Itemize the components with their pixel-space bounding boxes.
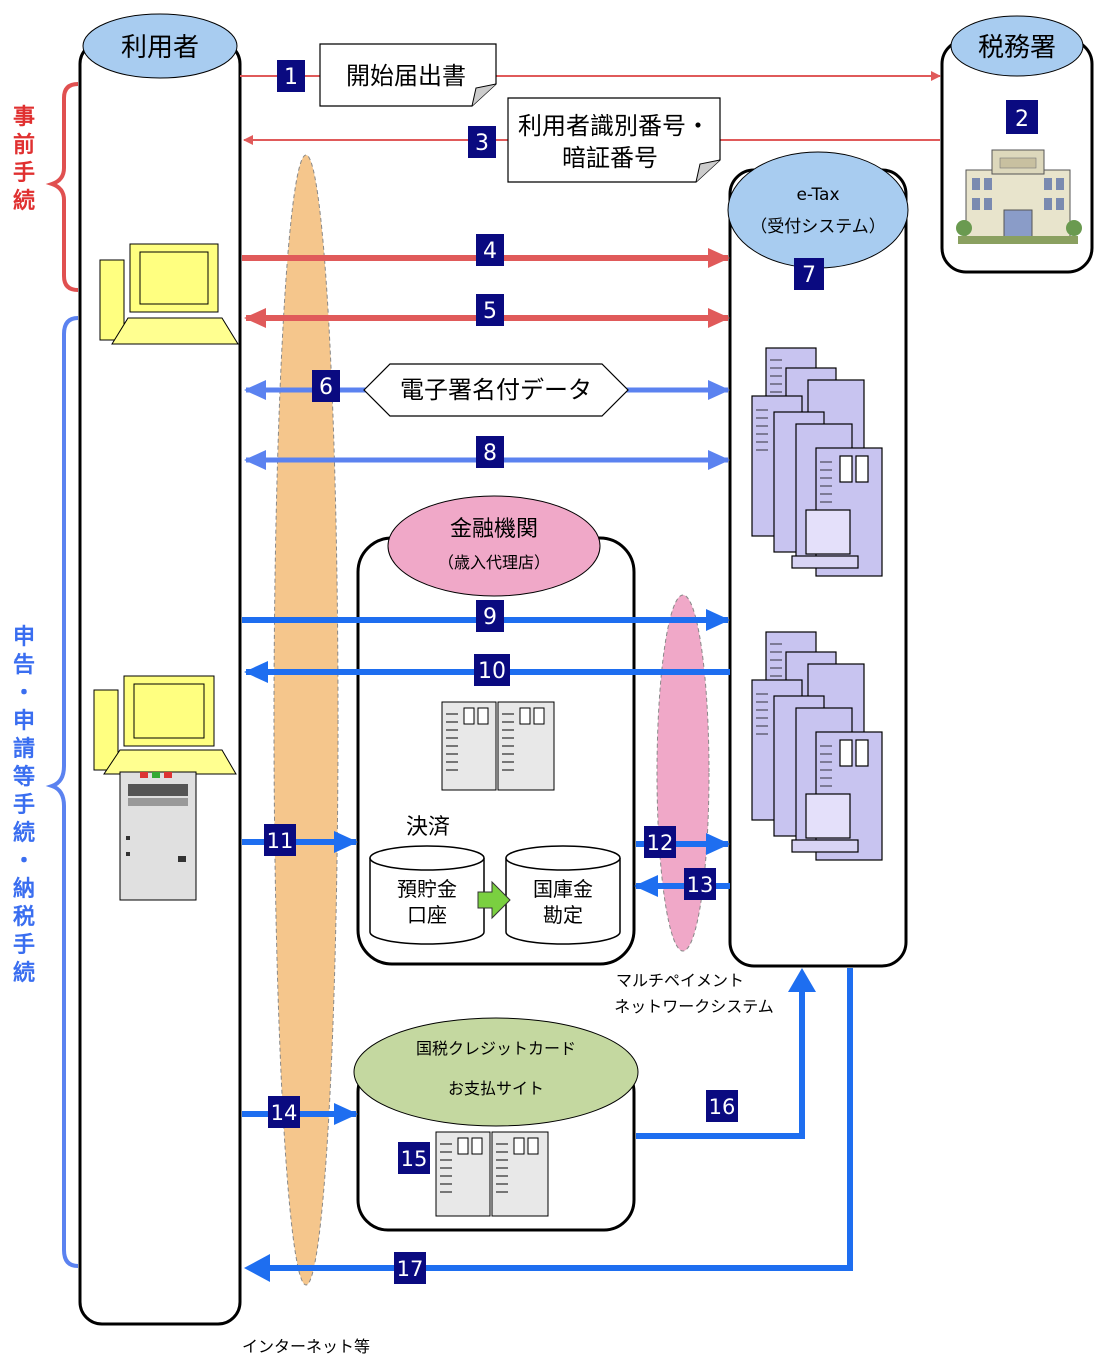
svg-text:手: 手 bbox=[13, 793, 35, 818]
filing-payment-bracket bbox=[52, 318, 78, 1266]
svg-text:続: 続 bbox=[13, 188, 35, 214]
multipayment-label-line2: ネットワークシステム bbox=[614, 997, 774, 1016]
step-number-4: 4 bbox=[483, 239, 497, 264]
treasury-line1: 国庫金 bbox=[533, 877, 593, 901]
deposit-line2: 口座 bbox=[407, 903, 447, 927]
svg-text:告: 告 bbox=[13, 653, 35, 678]
credit-site-server-icon bbox=[436, 1132, 548, 1216]
bank-oval bbox=[388, 496, 600, 596]
step-number-7: 7 bbox=[802, 263, 816, 288]
credit-site-line2: お支払サイト bbox=[448, 1079, 544, 1098]
signed-data-text: 電子署名付データ bbox=[400, 376, 592, 404]
step-number-3: 3 bbox=[475, 131, 489, 156]
step-number-12: 12 bbox=[647, 831, 674, 855]
etax-label-line2: （受付システム） bbox=[750, 217, 886, 237]
pre-procedure-label: 事 前 手 続 bbox=[13, 104, 35, 214]
svg-text:申: 申 bbox=[13, 709, 35, 734]
step-number-2: 2 bbox=[1015, 107, 1029, 132]
svg-text:前: 前 bbox=[13, 132, 35, 158]
svg-text:請: 請 bbox=[13, 736, 35, 762]
arrow-17-head bbox=[244, 1254, 270, 1282]
svg-text:・: ・ bbox=[13, 849, 35, 874]
svg-text:・: ・ bbox=[13, 681, 35, 706]
svg-text:税: 税 bbox=[13, 904, 35, 930]
svg-text:手: 手 bbox=[13, 161, 35, 186]
tax-office-label: 税務署 bbox=[978, 33, 1056, 63]
pre-procedure-bracket bbox=[52, 84, 78, 290]
step-number-8: 8 bbox=[483, 441, 497, 466]
step-number-5: 5 bbox=[483, 299, 497, 324]
filing-payment-label: 申 告 ・ 申 請 等 手 続 ・ 納 税 手 続 bbox=[13, 625, 35, 986]
step-number-11: 11 bbox=[267, 829, 294, 853]
step-number-13: 13 bbox=[687, 873, 714, 897]
svg-text:事: 事 bbox=[13, 104, 35, 130]
arrow-16-head bbox=[788, 968, 816, 992]
settlement-title: 決済 bbox=[406, 815, 450, 840]
bank-server-icon bbox=[442, 702, 554, 790]
step-number-10: 10 bbox=[478, 659, 506, 684]
id-password-line1: 利用者識別番号・ bbox=[518, 112, 710, 140]
start-notice-text: 開始届出書 bbox=[346, 62, 466, 90]
step-number-16: 16 bbox=[709, 1095, 736, 1119]
svg-text:等: 等 bbox=[13, 764, 35, 790]
credit-site-line1: 国税クレジットカード bbox=[416, 1039, 576, 1058]
svg-text:続: 続 bbox=[13, 960, 35, 986]
step-number-1: 1 bbox=[284, 65, 298, 90]
etax-oval bbox=[728, 152, 908, 268]
credit-site-oval bbox=[354, 1018, 638, 1126]
step-number-15: 15 bbox=[401, 1147, 428, 1171]
bank-label-line2: （歳入代理店） bbox=[438, 553, 550, 572]
step-number-9: 9 bbox=[483, 605, 497, 630]
svg-text:続: 続 bbox=[13, 820, 35, 846]
user-label: 利用者 bbox=[121, 33, 199, 63]
deposit-line1: 預貯金 bbox=[397, 877, 457, 901]
svg-text:納: 納 bbox=[13, 876, 35, 902]
multipayment-label-line1: マルチペイメント bbox=[616, 971, 744, 990]
step-number-14: 14 bbox=[271, 1101, 298, 1125]
svg-text:申: 申 bbox=[13, 625, 35, 650]
internet-label: インターネット等 bbox=[242, 1337, 370, 1356]
step-number-17: 17 bbox=[397, 1257, 424, 1281]
treasury-line2: 勘定 bbox=[543, 903, 583, 927]
step-number-6: 6 bbox=[319, 375, 333, 400]
bank-label-line1: 金融機関 bbox=[450, 517, 538, 542]
etax-label-line1: e-Tax bbox=[796, 185, 839, 205]
id-password-line2: 暗証番号 bbox=[562, 144, 658, 172]
svg-text:手: 手 bbox=[13, 933, 35, 958]
